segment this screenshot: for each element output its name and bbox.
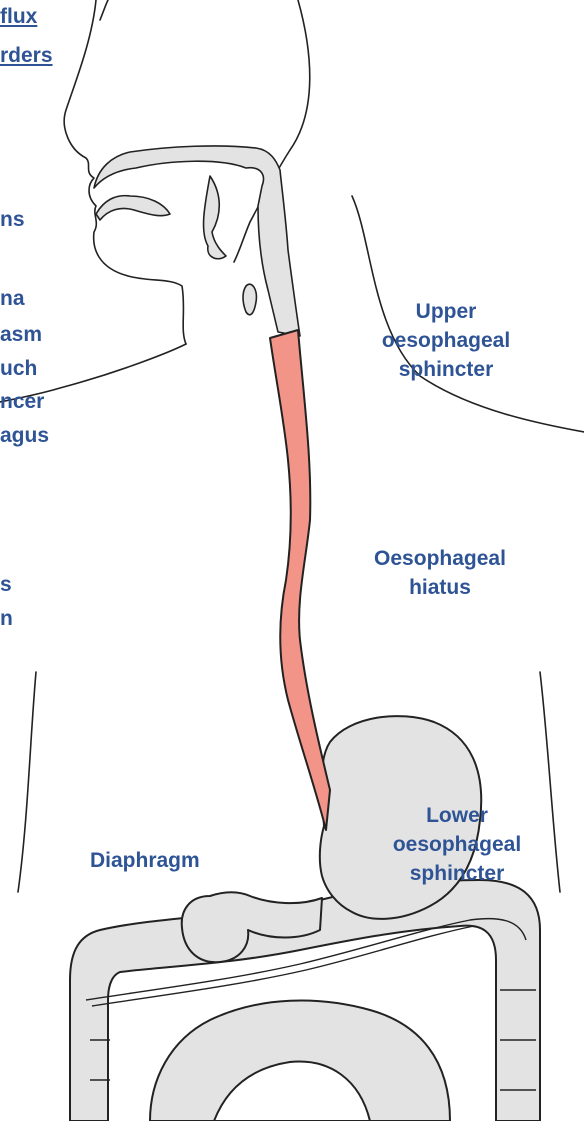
left-fragment-6: agus [0, 421, 49, 450]
oesophagus [270, 330, 330, 830]
lower-sphincter-line-3: sphincter [375, 859, 539, 888]
left-fragment-5: ncer [0, 387, 44, 416]
upper-sphincter-line-2: oesophageal [364, 326, 528, 355]
lower-sphincter-line-2: oesophageal [375, 830, 539, 859]
head-outline [64, 0, 186, 344]
jaw-line [100, 0, 108, 20]
hiatus-line-2: hiatus [350, 573, 530, 602]
left-fragment-3: asm [0, 320, 42, 349]
tongue [96, 196, 170, 220]
left-fragment-2: na [0, 284, 25, 313]
upper-sphincter-line-3: sphincter [364, 355, 528, 384]
left-fragment-1: ns [0, 205, 25, 234]
epiglottis [243, 284, 256, 315]
left-fragment-8: n [0, 604, 13, 633]
diaphragm-label: Diaphragm [90, 846, 200, 875]
lower-sphincter-line-1: Lower [375, 801, 539, 830]
title-fragment-line-2: rders [0, 41, 53, 70]
left-fragment-4: uch [0, 354, 37, 383]
torso-right [540, 672, 560, 892]
upper-sphincter-line-1: Upper [364, 297, 528, 326]
title-fragment-line-1: flux [0, 2, 37, 31]
hiatus-label: Oesophageal hiatus [350, 544, 530, 602]
hiatus-line-1: Oesophageal [350, 544, 530, 573]
left-fragment-7: s [0, 570, 12, 599]
torso-left [18, 672, 36, 892]
oral-cavity [94, 146, 300, 336]
soft-palate [204, 176, 226, 259]
upper-sphincter-label: Upper oesophageal sphincter [364, 297, 528, 384]
lower-sphincter-label: Lower oesophageal sphincter [375, 801, 539, 888]
